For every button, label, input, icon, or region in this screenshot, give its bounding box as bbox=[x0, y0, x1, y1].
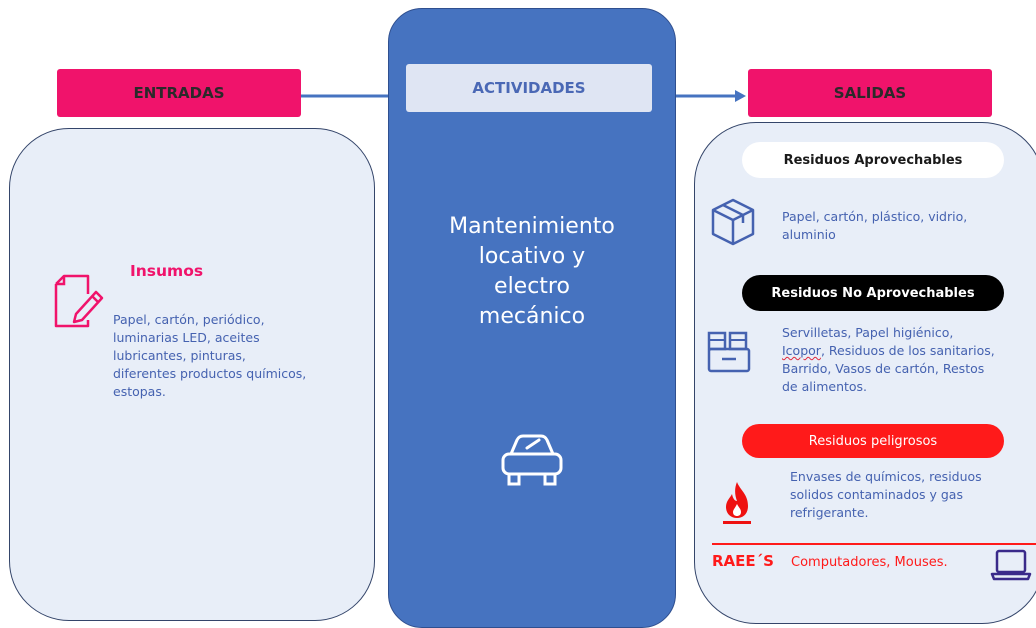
peligrosos-line: solidos contaminados y gas bbox=[790, 487, 963, 502]
entradas-header: ENTRADAS bbox=[57, 69, 301, 117]
residuos-no-aprovechables-label: Residuos No Aprovechables bbox=[742, 275, 1004, 311]
no-aprovechables-line: de alimentos. bbox=[782, 379, 868, 394]
aprovechables-line: aluminio bbox=[782, 227, 836, 242]
no-aprovechables-line: Barrido, Vasos de cartón, Restos bbox=[782, 361, 985, 376]
actividades-title-line: locativo y bbox=[478, 244, 586, 269]
fire-hazard-icon bbox=[723, 482, 751, 524]
laptop-icon bbox=[990, 549, 1032, 581]
entradas-panel bbox=[9, 128, 375, 621]
no-aprovechables-text: Servilletas, Papel higiénico, Icopor, Re… bbox=[782, 324, 1036, 396]
insumos-line: estopas. bbox=[113, 384, 166, 399]
no-aprovechables-line: Icopor, Residuos de los sanitarios, bbox=[782, 342, 1036, 360]
raee-label: RAEE´S bbox=[712, 552, 774, 570]
no-aprovechables-line-rest: , Residuos de los sanitarios, bbox=[820, 343, 995, 358]
actividades-title-line: mecánico bbox=[478, 304, 586, 329]
actividades-title-line: electro bbox=[494, 274, 570, 299]
trash-bins-icon bbox=[707, 331, 751, 373]
document-edit-icon bbox=[54, 274, 104, 328]
insumos-line: lubricantes, pinturas, bbox=[113, 348, 246, 363]
aprovechables-line: Papel, cartón, plástico, vidrio, bbox=[782, 209, 968, 224]
residuos-aprovechables-label: Residuos Aprovechables bbox=[742, 142, 1004, 178]
actividades-header: ACTIVIDADES bbox=[406, 64, 652, 112]
peligrosos-line: Envases de químicos, residuos bbox=[790, 469, 982, 484]
salidas-panel bbox=[694, 122, 1036, 624]
raee-divider bbox=[712, 543, 1036, 545]
actividades-title: Mantenimiento locativo y electro mecánic… bbox=[388, 212, 676, 332]
insumos-list: Papel, cartón, periódico, luminarias LED… bbox=[113, 311, 363, 401]
peligrosos-line: refrigerante. bbox=[790, 505, 869, 520]
insumos-line: Papel, cartón, periódico, bbox=[113, 312, 265, 327]
car-icon bbox=[501, 434, 563, 486]
raee-text: Computadores, Mouses. bbox=[791, 555, 948, 570]
actividades-title-line: Mantenimiento bbox=[449, 214, 615, 239]
icopor-word: Icopor bbox=[782, 343, 821, 358]
peligrosos-text: Envases de químicos, residuos solidos co… bbox=[790, 468, 1030, 522]
salidas-header: SALIDAS bbox=[748, 69, 992, 117]
insumos-title: Insumos bbox=[130, 262, 204, 280]
insumos-line: luminarias LED, aceites bbox=[113, 330, 260, 345]
insumos-line: diferentes productos químicos, bbox=[113, 366, 307, 381]
no-aprovechables-line: Servilletas, Papel higiénico, bbox=[782, 325, 954, 340]
aprovechables-text: Papel, cartón, plástico, vidrio, alumini… bbox=[782, 208, 1022, 244]
box-icon bbox=[711, 198, 755, 246]
residuos-peligrosos-label: Residuos peligrosos bbox=[742, 424, 1004, 458]
